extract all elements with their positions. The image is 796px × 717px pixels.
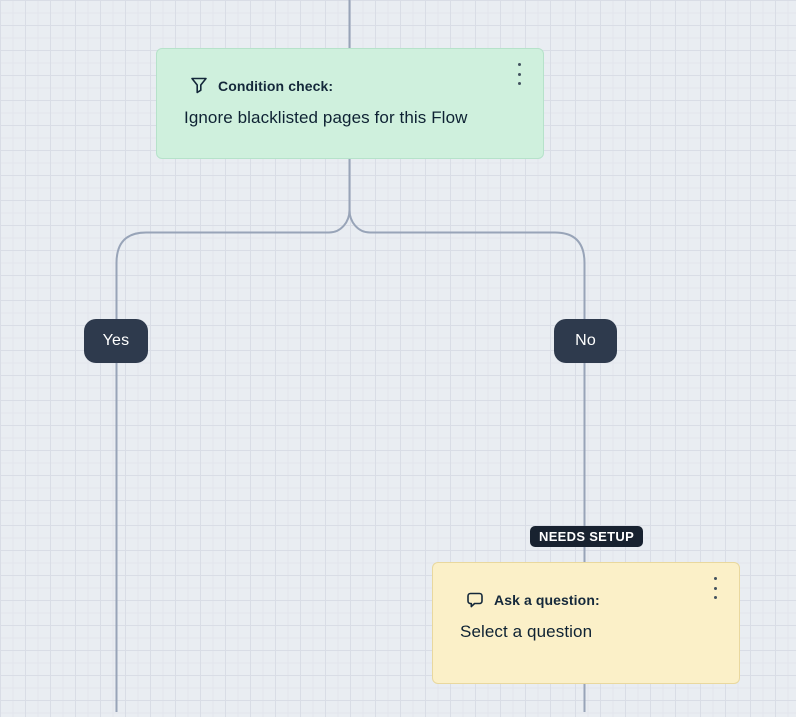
- question-node-header: Ask a question:: [465, 590, 719, 610]
- branch-label-yes: Yes: [84, 319, 148, 363]
- kebab-menu-icon[interactable]: [705, 575, 725, 601]
- condition-node-title: Ignore blacklisted pages for this Flow: [184, 108, 468, 127]
- kebab-dot: [517, 82, 521, 85]
- node-type-label: Ask a question:: [494, 592, 600, 608]
- kebab-dot: [517, 63, 521, 66]
- condition-node-header: Condition check:: [189, 76, 523, 96]
- chat-bubble-icon: [465, 590, 485, 610]
- kebab-menu-icon[interactable]: [509, 61, 529, 87]
- kebab-dot: [517, 72, 521, 76]
- filter-icon: [189, 76, 209, 96]
- connector-branch-no: [348, 209, 586, 712]
- node-type-label: Condition check:: [218, 78, 334, 94]
- needs-setup-badge: NEEDS SETUP: [530, 526, 644, 547]
- kebab-dot: [713, 586, 717, 590]
- kebab-dot: [713, 577, 717, 580]
- question-node-title: Select a question: [460, 622, 593, 641]
- condition-node[interactable]: Condition check: Ignore blacklisted page…: [156, 48, 544, 159]
- connector-branch-yes: [115, 159, 351, 712]
- question-node[interactable]: Ask a question: Select a question: [432, 562, 740, 684]
- kebab-dot: [713, 596, 717, 599]
- branch-label-no: No: [554, 319, 617, 363]
